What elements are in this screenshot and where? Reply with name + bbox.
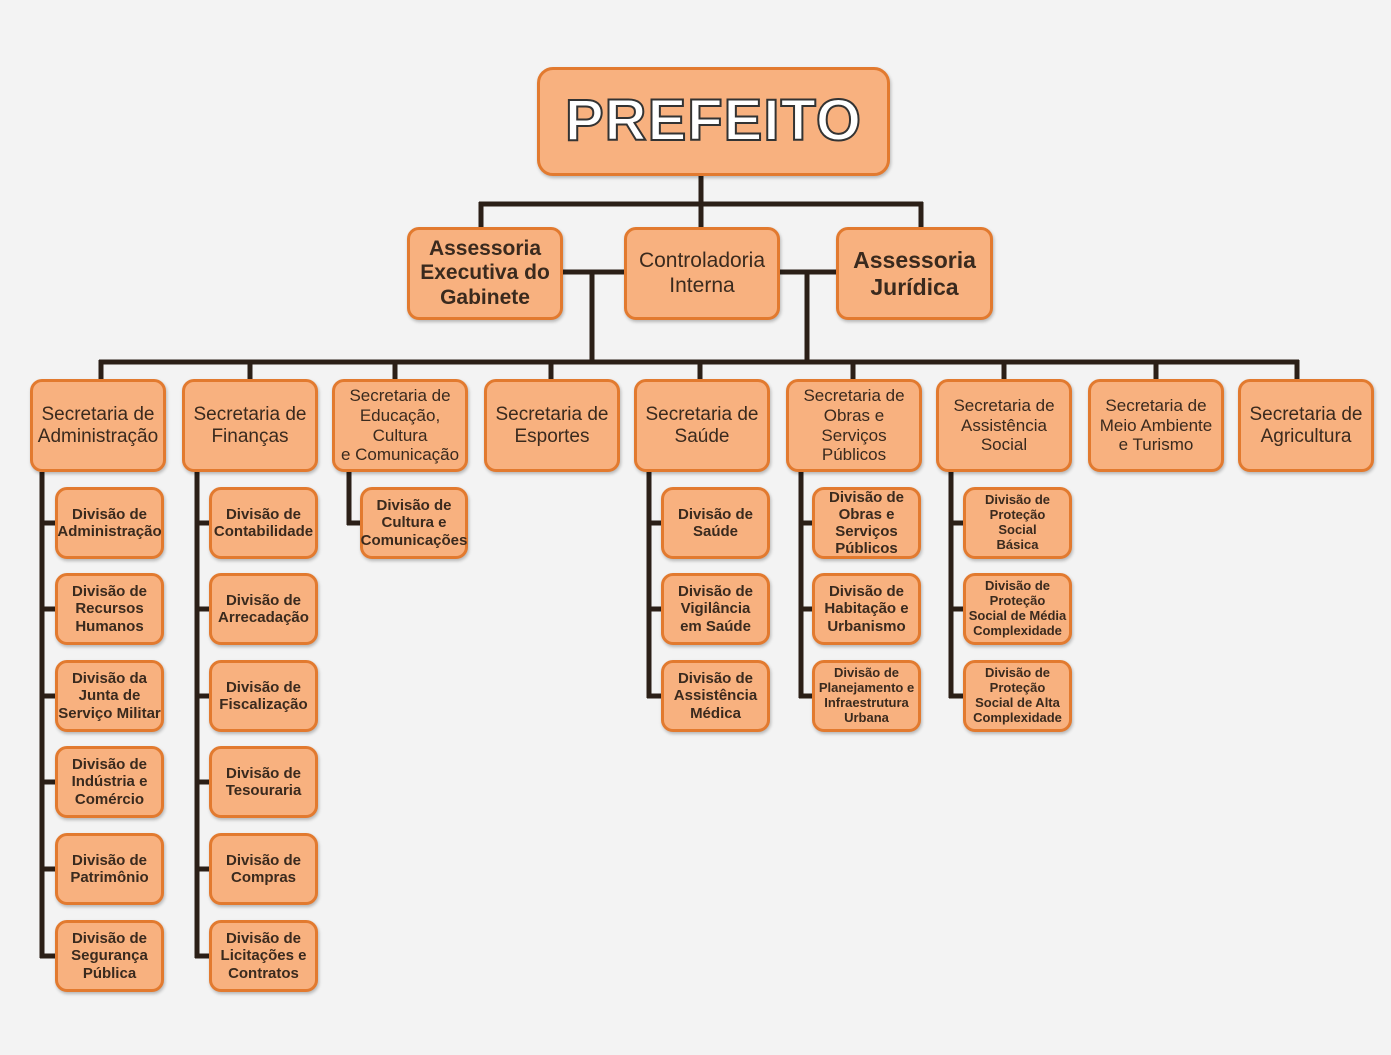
secretaria-administracao-box[interactable]: Secretaria de Administração (30, 379, 166, 472)
divisao-box[interactable]: Divisão de Vigilância em Saúde (661, 573, 770, 645)
secretaria-esportes-box[interactable]: Secretaria de Esportes (484, 379, 620, 472)
divisao-box[interactable]: Divisão de Patrimônio (55, 833, 164, 905)
divisao-box[interactable]: Divisão de Saúde (661, 487, 770, 559)
assessoria-executiva-box[interactable]: Assessoria Executiva do Gabinete (407, 227, 563, 320)
prefeito-box[interactable]: PREFEITO (537, 67, 890, 176)
divisao-box[interactable]: Divisão de Proteção Social de Média Comp… (963, 573, 1072, 645)
divisao-box[interactable]: Divisão de Licitações e Contratos (209, 920, 318, 992)
secretaria-saude-box[interactable]: Secretaria de Saúde (634, 379, 770, 472)
divisao-box[interactable]: Divisão de Contabilidade (209, 487, 318, 559)
divisao-box[interactable]: Divisão de Obras e Serviços Públicos (812, 487, 921, 559)
secretaria-educacao-box[interactable]: Secretaria de Educação, Cultura e Comuni… (332, 379, 468, 472)
divisao-box[interactable]: Divisão de Indústria e Comércio (55, 746, 164, 818)
secretaria-agricultura-box[interactable]: Secretaria de Agricultura (1238, 379, 1374, 472)
divisao-box[interactable]: Divisão de Recursos Humanos (55, 573, 164, 645)
divisao-box[interactable]: Divisão de Arrecadação (209, 573, 318, 645)
divisao-box[interactable]: Divisão de Planejamento e Infraestrutura… (812, 660, 921, 732)
divisao-box[interactable]: Divisão de Compras (209, 833, 318, 905)
secretaria-assistencia-social-box[interactable]: Secretaria de Assistência Social (936, 379, 1072, 472)
secretaria-meio-ambiente-box[interactable]: Secretaria de Meio Ambiente e Turismo (1088, 379, 1224, 472)
divisao-box[interactable]: Divisão de Segurança Pública (55, 920, 164, 992)
secretaria-obras-box[interactable]: Secretaria de Obras e Serviços Públicos (786, 379, 922, 472)
divisao-box[interactable]: Divisão de Proteção Social de Alta Compl… (963, 660, 1072, 732)
assessoria-juridica-box[interactable]: Assessoria Jurídica (836, 227, 993, 320)
divisao-box[interactable]: Divisão de Habitação e Urbanismo (812, 573, 921, 645)
divisao-box[interactable]: Divisão de Administração (55, 487, 164, 559)
divisao-box[interactable]: Divisão de Cultura e Comunicações (360, 487, 468, 559)
divisao-box[interactable]: Divisão de Proteção Social Básica (963, 487, 1072, 559)
controladoria-box[interactable]: Controladoria Interna (624, 227, 780, 320)
divisao-box[interactable]: Divisão da Junta de Serviço Militar (55, 660, 164, 732)
divisao-box[interactable]: Divisão de Assistência Médica (661, 660, 770, 732)
secretaria-financas-box[interactable]: Secretaria de Finanças (182, 379, 318, 472)
divisao-box[interactable]: Divisão de Tesouraria (209, 746, 318, 818)
divisao-box[interactable]: Divisão de Fiscalização (209, 660, 318, 732)
